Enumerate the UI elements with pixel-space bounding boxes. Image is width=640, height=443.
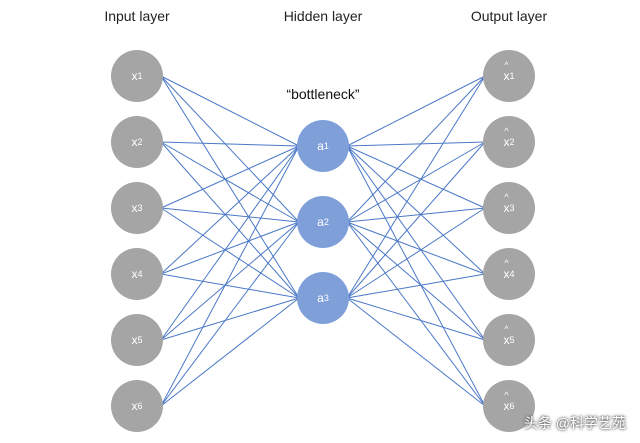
edge-hidden-1-output-6: [346, 145, 486, 407]
output-node-6-subscript: 6: [509, 401, 515, 411]
edge-input-6-hidden-2: [160, 221, 300, 407]
edge-hidden-3-output-6: [346, 297, 486, 407]
edge-hidden-1-output-1: [346, 75, 486, 147]
hidden-node-3-subscript: 3: [323, 293, 329, 303]
output-layer-label: Output layer: [470, 8, 548, 24]
edge-input-3-hidden-2: [160, 207, 300, 223]
input-node-4-var: x: [131, 267, 138, 281]
hidden-node-1-var: a: [317, 139, 324, 153]
hidden-node-2-var: a: [317, 215, 324, 229]
edge-hidden-1-output-2: [346, 141, 486, 147]
input-node-5-var: x: [131, 333, 138, 347]
input-layer-label: Input layer: [104, 8, 170, 24]
edge-input-6-hidden-1: [160, 145, 300, 407]
edge-hidden-2-output-4: [346, 221, 486, 275]
output-node-2-var: x: [503, 127, 509, 149]
input-node-3-subscript: 3: [137, 203, 143, 213]
edge-input-5-hidden-2: [160, 221, 300, 341]
edge-hidden-2-output-6: [346, 221, 486, 407]
edge-input-1-hidden-3: [160, 75, 300, 299]
input-node-1-var: x: [131, 69, 138, 83]
edge-hidden-3-output-5: [346, 297, 486, 341]
hidden-node-2-subscript: 2: [323, 217, 329, 227]
output-node-4-subscript: 4: [509, 269, 515, 279]
edge-input-2-hidden-2: [160, 141, 300, 223]
hidden-node-3-var: a: [317, 291, 324, 305]
edge-input-2-hidden-3: [160, 141, 300, 299]
edge-hidden-2-output-5: [346, 221, 486, 341]
output-node-3: x3: [483, 182, 535, 234]
output-node-1-var: x: [503, 61, 509, 83]
output-node-1: x1: [483, 50, 535, 102]
edge-hidden-2-output-3: [346, 207, 486, 223]
output-node-1-subscript: 1: [509, 71, 515, 81]
input-node-2-var: x: [131, 135, 138, 149]
input-node-6-subscript: 6: [137, 401, 143, 411]
hidden-layer-label: Hidden layer: [283, 8, 363, 24]
edge-input-1-hidden-1: [160, 75, 300, 147]
edge-input-4-hidden-1: [160, 145, 300, 275]
edge-hidden-1-output-4: [346, 145, 486, 275]
edge-input-2-hidden-1: [160, 141, 300, 147]
edge-input-4-hidden-3: [160, 273, 300, 299]
edge-hidden-3-output-4: [346, 273, 486, 299]
edge-input-1-hidden-2: [160, 75, 300, 223]
output-node-3-subscript: 3: [509, 203, 515, 213]
output-node-6: x6: [483, 380, 535, 432]
edge-hidden-2-output-2: [346, 141, 486, 223]
edge-hidden-3-output-1: [346, 75, 486, 299]
edge-hidden-3-output-3: [346, 207, 486, 299]
output-node-5: x5: [483, 314, 535, 366]
hidden-node-1-subscript: 1: [323, 141, 329, 151]
input-node-1-subscript: 1: [137, 71, 143, 81]
output-node-2-subscript: 2: [509, 137, 515, 147]
edge-input-6-hidden-3: [160, 297, 300, 407]
output-node-4: x4: [483, 248, 535, 300]
edge-hidden-1-output-3: [346, 145, 486, 209]
input-node-4-subscript: 4: [137, 269, 143, 279]
edge-hidden-1-output-5: [346, 145, 486, 341]
edge-hidden-3-output-2: [346, 141, 486, 299]
edge-input-3-hidden-3: [160, 207, 300, 299]
input-node-2-subscript: 2: [137, 137, 143, 147]
input-node-6-var: x: [131, 399, 138, 413]
output-node-5-var: x: [503, 325, 509, 347]
edge-input-3-hidden-1: [160, 145, 300, 209]
edge-hidden-2-output-1: [346, 75, 486, 223]
output-node-3-var: x: [503, 193, 509, 215]
input-node-5-subscript: 5: [137, 335, 143, 345]
output-node-2: x2: [483, 116, 535, 168]
output-node-5-subscript: 5: [509, 335, 515, 345]
edge-input-4-hidden-2: [160, 221, 300, 275]
watermark: 头条 @科学艺苑: [523, 415, 626, 431]
output-node-6-var: x: [503, 391, 509, 413]
bottleneck-label: “bottleneck”: [286, 86, 360, 102]
output-node-4-var: x: [503, 259, 509, 281]
edge-input-5-hidden-1: [160, 145, 300, 341]
edge-input-5-hidden-3: [160, 297, 300, 341]
input-node-3-var: x: [131, 201, 138, 215]
